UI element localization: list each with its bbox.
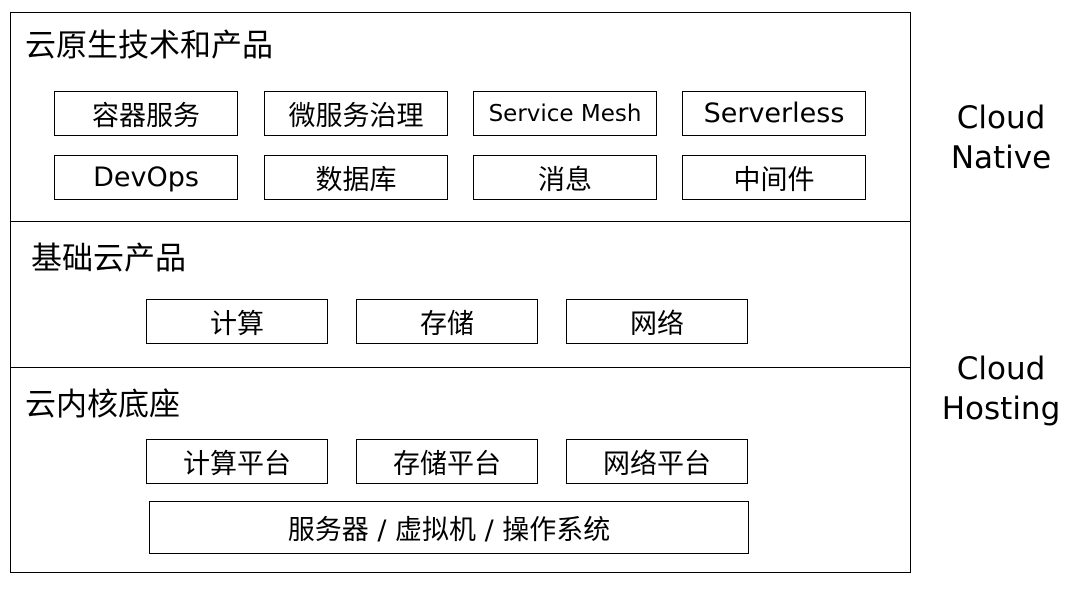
- box-network-platform: 网络平台: [566, 439, 748, 484]
- side-label-hosting-line2: Hosting: [941, 391, 1061, 427]
- box-microservice-governance: 微服务治理: [264, 91, 448, 136]
- box-network: 网络: [566, 299, 748, 344]
- side-label-hosting-line1: Cloud: [956, 351, 1046, 387]
- box-messaging: 消息: [473, 155, 657, 200]
- side-label-native-line2: Native: [950, 140, 1052, 176]
- box-server-vm-os: 服务器 / 虚拟机 / 操作系统: [149, 501, 749, 554]
- box-middleware: 中间件: [682, 155, 866, 200]
- box-compute: 计算: [146, 299, 328, 344]
- box-compute-platform: 计算平台: [146, 439, 328, 484]
- box-devops: DevOps: [54, 155, 238, 200]
- box-database: 数据库: [264, 155, 448, 200]
- side-label-cloud-hosting: Cloud Hosting: [931, 349, 1071, 429]
- layer-basic-cloud-products: 基础云产品 计算 存储 网络: [11, 222, 910, 368]
- layer-cloud-kernel-base: 云内核底座 计算平台 存储平台 网络平台 服务器 / 虚拟机 / 操作系统: [11, 368, 910, 572]
- architecture-diagram: 云原生技术和产品 容器服务 微服务治理 Service Mesh Serverl…: [10, 12, 911, 573]
- box-storage: 存储: [356, 299, 538, 344]
- layer-title-core: 云内核底座: [25, 387, 180, 423]
- side-label-native-line1: Cloud: [956, 100, 1046, 136]
- layer-title-native: 云原生技术和产品: [25, 28, 273, 64]
- box-container-service: 容器服务: [54, 91, 238, 136]
- box-service-mesh: Service Mesh: [473, 91, 657, 136]
- layer-title-base: 基础云产品: [31, 241, 186, 277]
- box-serverless: Serverless: [682, 91, 866, 136]
- side-label-cloud-native: Cloud Native: [931, 98, 1071, 178]
- layer-cloud-native: 云原生技术和产品 容器服务 微服务治理 Service Mesh Serverl…: [11, 13, 910, 222]
- box-storage-platform: 存储平台: [356, 439, 538, 484]
